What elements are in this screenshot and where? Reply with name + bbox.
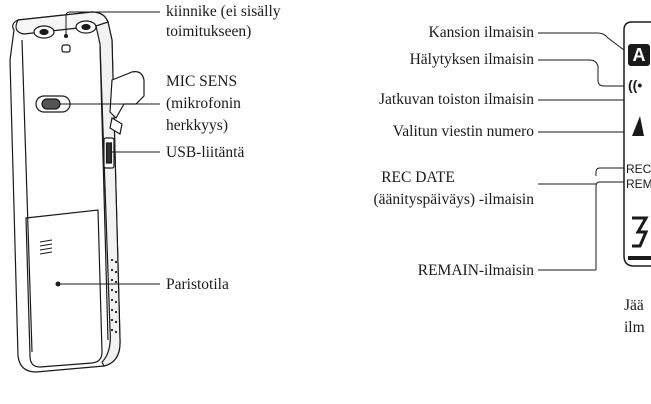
- right-leader-lines: [538, 32, 625, 271]
- label-mic-line2: (mikrofonin: [166, 95, 241, 112]
- folder-indicator: [628, 44, 650, 66]
- label-mic-line3: herkkyys): [166, 117, 228, 134]
- display-panel: [623, 21, 651, 267]
- label-repeat-indicator: Jatkuvan toiston ilmaisin: [379, 91, 534, 108]
- speaker-holes: [110, 258, 118, 334]
- rem-fragment: REM: [626, 177, 651, 191]
- recorder-device: [9, 11, 121, 373]
- label-mic-line1: MIC SENS: [166, 73, 238, 90]
- cropped-caption-line1: Jää: [624, 297, 644, 314]
- label-remain-indicator: REMAIN-ilmaisin: [417, 262, 534, 279]
- label-clip-line1: kiinnike (ei sisälly: [166, 3, 281, 20]
- label-rec-date-line2: (äänityspäiväys) -ilmaisin: [373, 191, 534, 208]
- label-folder-indicator: Kansion ilmaisin: [428, 24, 534, 41]
- folder-letter: A: [632, 45, 646, 65]
- label-rec-date-line1: REC DATE: [381, 169, 455, 186]
- label-alarm-indicator: Hälytyksen ilmaisin: [409, 51, 534, 68]
- label-usb: USB-liitäntä: [166, 144, 245, 161]
- cropped-caption-line2: ilm: [624, 319, 645, 336]
- mic-sens-switch: [35, 95, 71, 113]
- rec-fragment: REC: [626, 162, 651, 176]
- label-message-number: Valitun viestin numero: [392, 123, 534, 140]
- label-battery: Paristotila: [166, 276, 229, 293]
- digit-segment: [632, 116, 644, 136]
- left-leader-lines: [58, 11, 160, 285]
- jack-sockets: [33, 20, 97, 53]
- clip-callout-dot: [64, 34, 68, 38]
- label-clip-line2: toimitukseen): [166, 23, 252, 40]
- remain-bar: [628, 256, 651, 260]
- clip-attachment: [109, 71, 145, 135]
- usb-port: [103, 137, 115, 169]
- battery-callout-dot: [55, 281, 61, 287]
- battery-grill: [39, 239, 53, 255]
- alarm-symbol: ((•: [628, 77, 643, 93]
